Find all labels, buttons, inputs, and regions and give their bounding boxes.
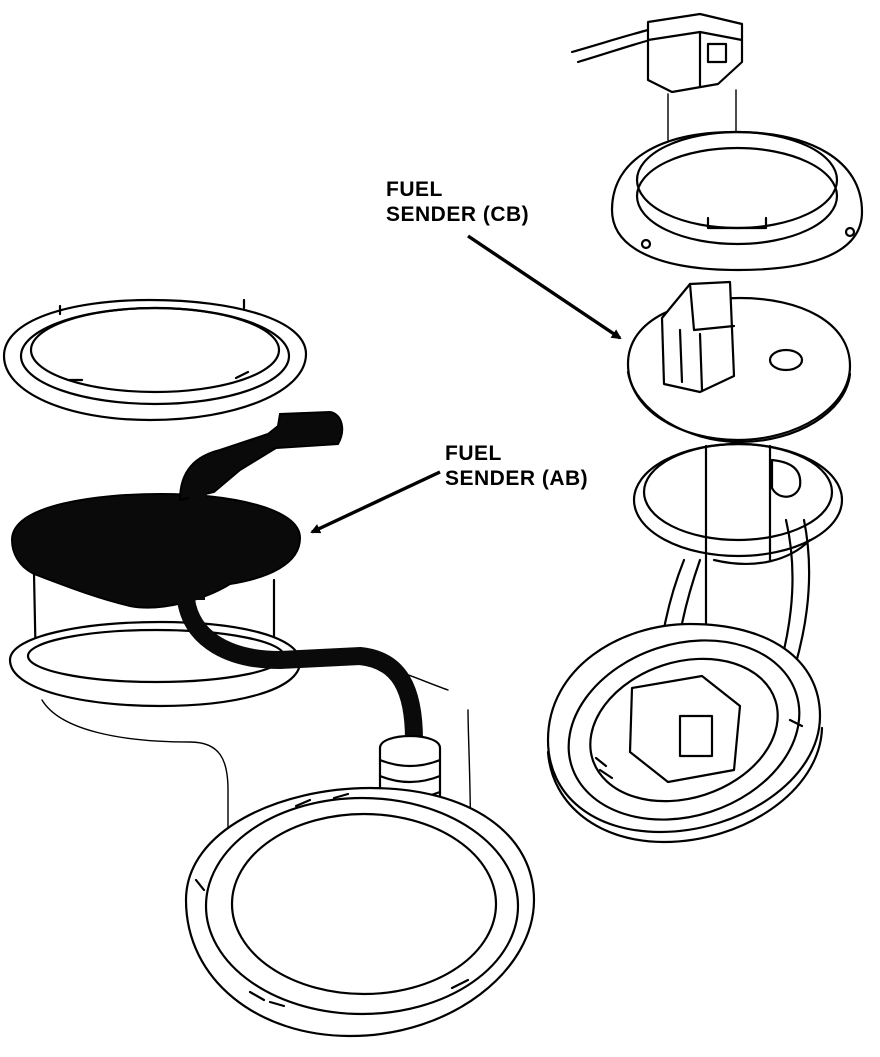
cb-retainer-ring: [610, 130, 864, 272]
callout-label-fuel-sender-cb: FUEL SENDER (CB): [386, 177, 529, 227]
callout-arrow-ab: [310, 470, 441, 534]
ab-base-ring: [184, 786, 536, 1038]
fuel-sender-cb-assembly: [546, 12, 864, 844]
callout-cb-line1: FUEL: [386, 178, 443, 201]
callout-arrow-cb: [467, 234, 622, 340]
ab-fuel-hose: [177, 468, 423, 749]
cb-sender-flange: [626, 280, 852, 444]
fuel-sender-ab-assembly: [2, 298, 536, 1038]
callout-ab-line1: FUEL: [445, 442, 502, 465]
cb-base-plate: [546, 622, 824, 844]
callout-cb-line2: SENDER (CB): [386, 203, 530, 226]
callout-label-fuel-sender-ab: FUEL SENDER (AB): [445, 441, 588, 491]
ab-sender-flange: [10, 410, 344, 674]
cb-gasket: [632, 442, 844, 558]
ab-retainer-ring: [2, 298, 308, 422]
callout-ab-line2: SENDER (AB): [445, 467, 589, 490]
